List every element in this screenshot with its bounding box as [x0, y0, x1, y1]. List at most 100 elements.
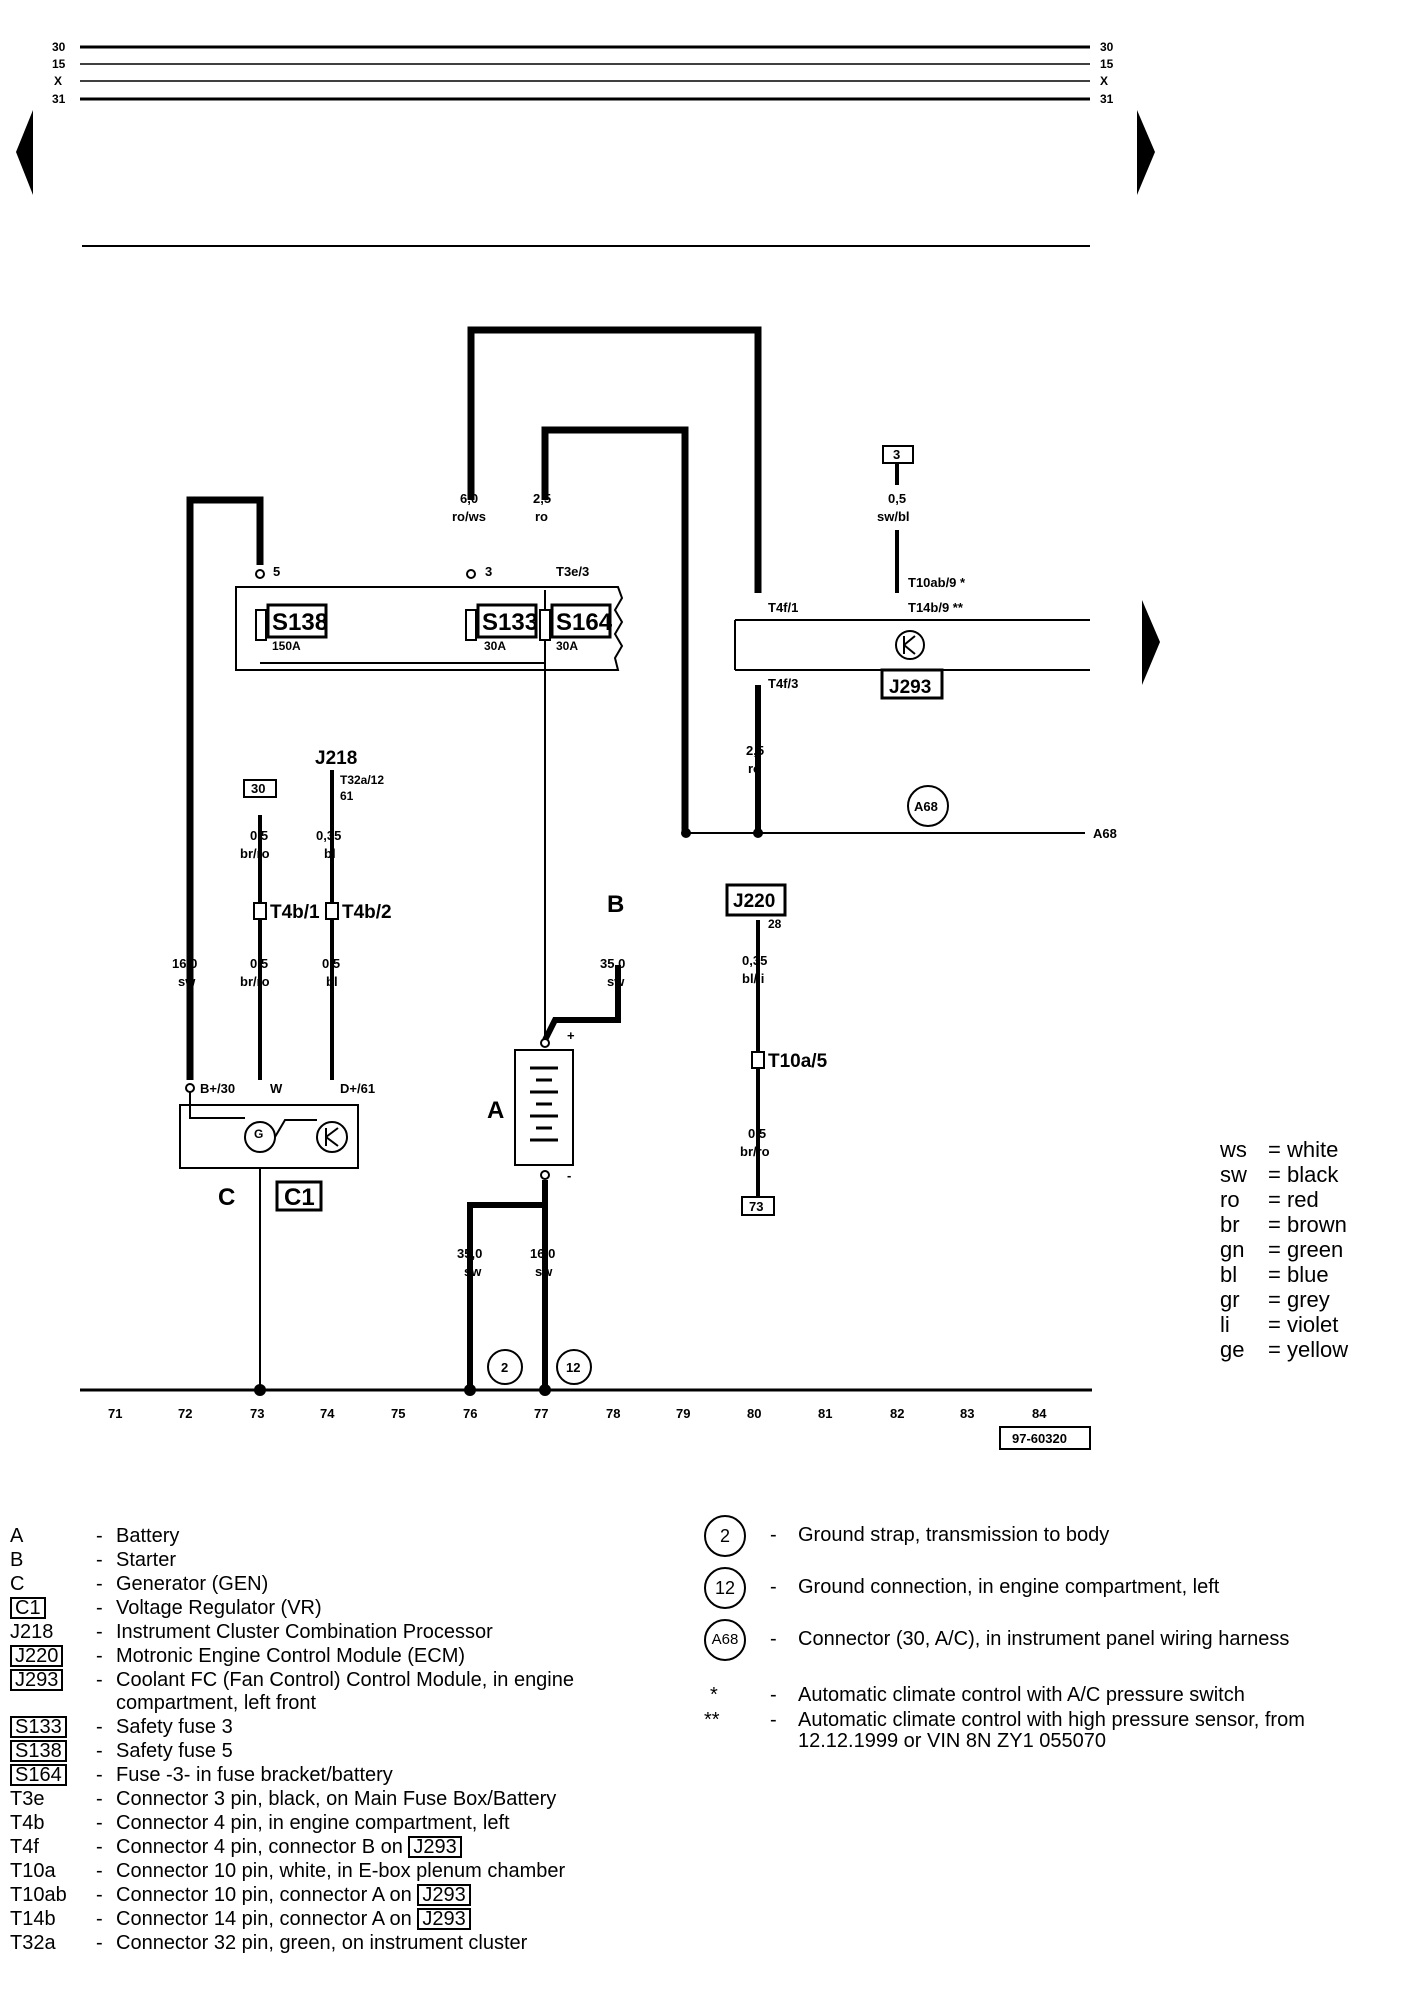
- color-key-row: gn= green: [1220, 1237, 1344, 1262]
- gen-w-label: W: [270, 1081, 283, 1096]
- wire-7-size: 0,5: [250, 956, 268, 971]
- ref-73-label: 73: [749, 1199, 763, 1214]
- svg-text:74: 74: [320, 1406, 335, 1421]
- wire-labels: 6,0 ro/ws 2,5 ro 0,5 sw/bl 2,5 ro 0,5 br…: [172, 491, 910, 1279]
- j220-pin: 28: [768, 917, 782, 931]
- wire-4-size: 2,5: [746, 743, 764, 758]
- fuse-s164-label: S164: [556, 609, 613, 636]
- fuse-pin-3: 3: [485, 564, 492, 579]
- supply-rails: [80, 45, 1090, 101]
- svg-text:83: 83: [960, 1406, 974, 1421]
- wire-12-color: br/ro: [740, 1144, 770, 1159]
- fuse-s133: [465, 603, 538, 641]
- rail-label-x-left: X: [54, 74, 62, 88]
- fuse-s138: [255, 603, 328, 641]
- wire-10-color: sw: [607, 974, 625, 989]
- color-key-row: ge= yellow: [1220, 1337, 1349, 1362]
- svg-text:79: 79: [676, 1406, 690, 1421]
- fuse-pin-5: 5: [273, 564, 280, 579]
- continue-arrow-icon[interactable]: [1142, 600, 1160, 685]
- svg-text:76: 76: [463, 1406, 477, 1421]
- fuse-s133-label: S133: [482, 609, 538, 636]
- j220-label: J220: [733, 891, 775, 912]
- color-key-row: sw= black: [1220, 1162, 1339, 1187]
- color-key-row: li= violet: [1220, 1312, 1339, 1337]
- generator-label: C: [218, 1184, 235, 1211]
- j293-transistor-icon: [895, 630, 925, 660]
- j220-box: [725, 883, 787, 917]
- wire-1-size: 6,0: [460, 491, 478, 506]
- legend-right-desc: Ground strap, transmission to body: [798, 1524, 1110, 1546]
- battery-label: A: [487, 1097, 504, 1124]
- ground-12-label: 12: [566, 1360, 580, 1375]
- wire-7-color: br/ro: [240, 974, 270, 989]
- rail-label-30-left: 30: [52, 40, 66, 54]
- battery-cells-icon: [530, 1066, 558, 1142]
- gen-b30-label: B+/30: [200, 1081, 235, 1096]
- rail-label-15-left: 15: [52, 57, 66, 71]
- wire-4-color: ro: [748, 761, 761, 776]
- wire-6-size: 0,35: [316, 828, 341, 843]
- rail-label-31-right: 31: [1100, 92, 1114, 106]
- svg-text:75: 75: [391, 1406, 405, 1421]
- next-page-arrow-icon[interactable]: [1137, 110, 1155, 195]
- rail-label-x-right: X: [1100, 74, 1108, 88]
- j293-box: [880, 668, 944, 700]
- a68-symbol-label: A68: [914, 799, 938, 814]
- rail-label-30-right: 30: [1100, 40, 1114, 54]
- wire-13-color: sw: [464, 1264, 482, 1279]
- ground-2-label: 2: [501, 1360, 508, 1375]
- svg-text:80: 80: [747, 1406, 761, 1421]
- wire-2-size: 2,5: [533, 491, 551, 506]
- previous-page-arrow-icon[interactable]: [16, 110, 33, 195]
- fuse-s138-label: S138: [272, 609, 328, 636]
- fuse-s164-rating: 30A: [556, 639, 578, 653]
- regulator-icon: [316, 1121, 348, 1153]
- t4f3-label: T4f/3: [768, 676, 798, 691]
- color-key-row: ws= white: [1220, 1137, 1339, 1162]
- j218-label: J218: [315, 748, 357, 769]
- regulator-label: C1: [284, 1184, 315, 1211]
- wire-9-size: 16,0: [172, 956, 197, 971]
- starter-label: B: [607, 891, 624, 918]
- wire-1-color: ro/ws: [452, 509, 486, 524]
- color-key-row: gr= grey: [1220, 1287, 1330, 1312]
- wire-5-color: br/ro: [240, 846, 270, 861]
- a68-connector-symbol: [907, 785, 949, 827]
- svg-text:81: 81: [818, 1406, 832, 1421]
- t10ab-label: T10ab/9 *: [908, 575, 966, 590]
- svg-text:71: 71: [108, 1406, 122, 1421]
- t4b2-label: T4b/2: [342, 902, 392, 923]
- svg-text:77: 77: [534, 1406, 548, 1421]
- svg-text:-: -: [567, 1168, 571, 1183]
- rail-label-31-left: 31: [52, 92, 66, 106]
- wire-3-size: 0,5: [888, 491, 906, 506]
- color-key: ws= white sw= black ro= red br= brown gn…: [1220, 1138, 1400, 1368]
- wire-14-size: 16,0: [530, 1246, 555, 1261]
- svg-text:+: +: [567, 1028, 575, 1043]
- fuse-s138-rating: 150A: [272, 639, 301, 653]
- wire-6-color: bl: [324, 846, 336, 861]
- ground-12-symbol: [556, 1349, 592, 1385]
- ref-box-30: [243, 779, 277, 798]
- j293-label: J293: [889, 677, 931, 698]
- component-legend: A-Battery B-Starter C-Generator (GEN) C1…: [10, 1525, 574, 1954]
- regulator-box: [275, 1180, 323, 1212]
- wire-9-color: sw: [178, 974, 196, 989]
- fuse-s164: [539, 603, 612, 641]
- wire-12-size: 0,5: [748, 1126, 766, 1141]
- t10a-connector-icon: [751, 1051, 765, 1069]
- diagram-id: 97-60320: [1012, 1431, 1067, 1446]
- legend-right-desc-continued: 12.12.1999 or VIN 8N ZY1 055070: [798, 1730, 1106, 1752]
- svg-text:78: 78: [606, 1406, 620, 1421]
- legend-symbol-double-asterisk: **: [704, 1709, 720, 1731]
- svg-text:84: 84: [1032, 1406, 1047, 1421]
- wire-10-size: 35,0: [600, 956, 625, 971]
- t10a-label: T10a/5: [768, 1051, 828, 1072]
- diagram-id-box: [999, 1426, 1091, 1450]
- legend-right-desc: Connector (30, A/C), in instrument panel…: [798, 1628, 1290, 1650]
- fuse-box: [235, 586, 624, 671]
- t4b2-connector-icon: [325, 902, 339, 920]
- wire-14-color: sw: [535, 1264, 553, 1279]
- fuse-s133-rating: 30A: [484, 639, 506, 653]
